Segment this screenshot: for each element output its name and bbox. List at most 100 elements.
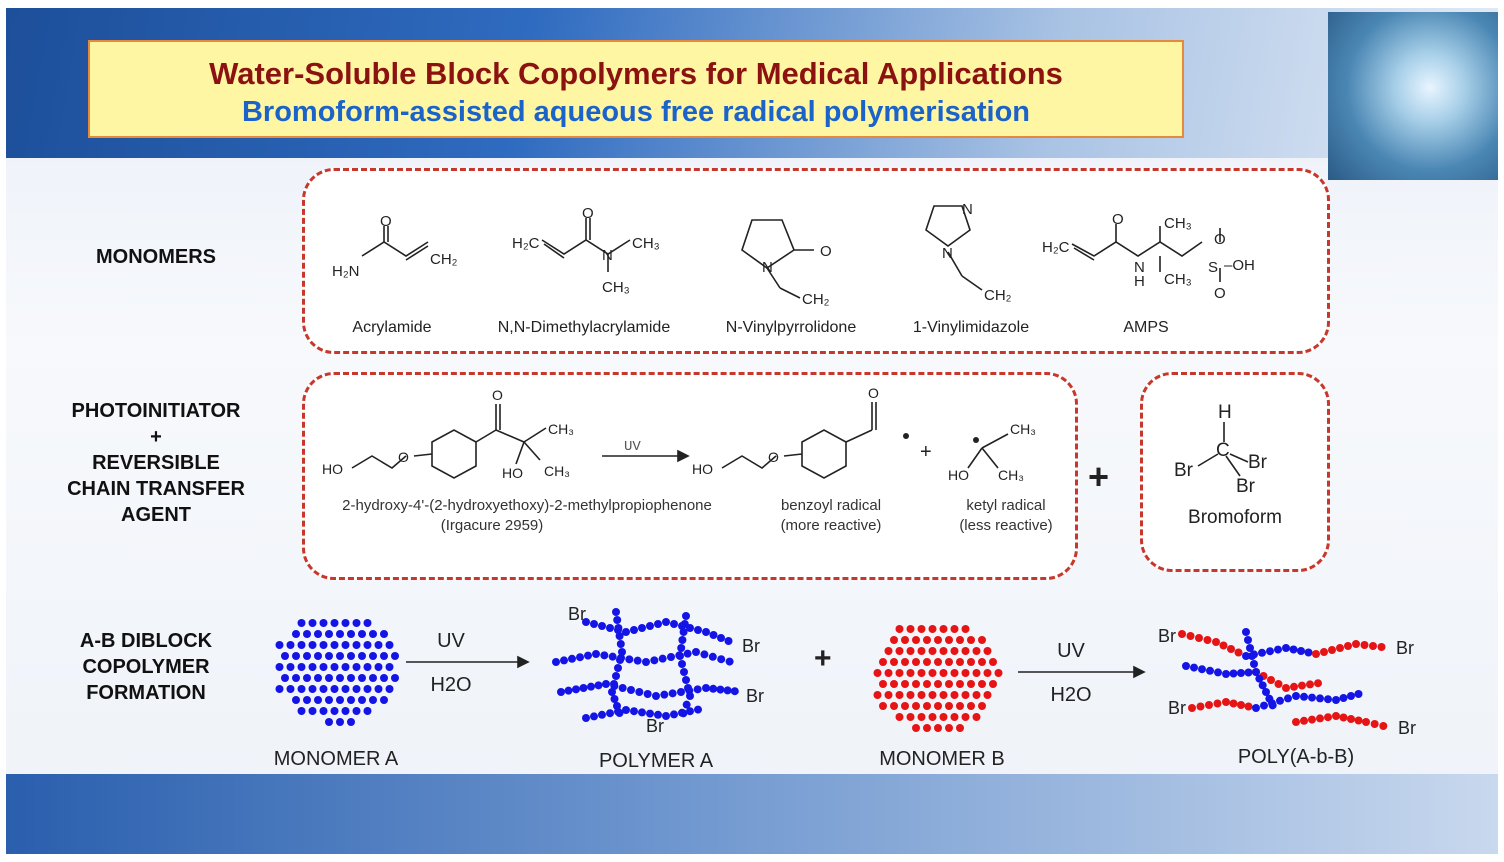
monomer-dot: [341, 619, 350, 627]
monomer-dot: [1227, 645, 1235, 653]
monomer-dot: [286, 685, 295, 693]
monomer-dot: [1347, 692, 1355, 700]
svg-text:O: O: [1214, 231, 1226, 248]
monomer-dot: [385, 685, 394, 693]
monomer-dot: [978, 702, 986, 710]
title-box: Water-Soluble Block Copolymers for Medic…: [88, 40, 1184, 138]
monomer-dot: [613, 702, 621, 710]
monomer-dot: [319, 663, 328, 671]
monomer-dot: [308, 641, 317, 649]
monomer-dot: [352, 663, 361, 671]
monomer-dot: [363, 641, 372, 649]
monomer-dot: [1282, 644, 1290, 652]
monomer-dot: [890, 680, 898, 688]
monomer-dot: [654, 710, 662, 719]
monomer-dot: [983, 691, 992, 699]
monomer-dot: [717, 634, 725, 642]
monomer-dot: [1234, 648, 1243, 657]
svg-text:H: H: [1218, 402, 1232, 423]
end-group-label: Br: [1158, 626, 1176, 646]
svg-text:Br: Br: [1174, 460, 1194, 481]
monomer-dot: [972, 669, 981, 677]
monomer-dot: [627, 686, 635, 694]
monomer-dot: [281, 652, 289, 660]
monomer-dot: [906, 691, 915, 699]
monomer-dot: [600, 651, 609, 660]
monomer-dot: [668, 689, 677, 698]
monomer-dot: [1190, 663, 1198, 672]
monomer-dot: [1292, 718, 1300, 726]
monomer-dot: [292, 630, 300, 638]
monomer-dot: [1300, 716, 1308, 725]
ketyl-radical-label: ketyl radical: [966, 497, 1046, 514]
monomer-dot: [923, 702, 931, 710]
monomer-b-label: MONOMER B: [879, 748, 1005, 770]
monomer-label-nvp: N-Vinylpyrrolidone: [725, 319, 857, 336]
monomer-dot: [901, 636, 909, 644]
bromoform-box: [1140, 372, 1330, 572]
copolymer-chains: [1178, 628, 1388, 730]
monomer-dot: [642, 658, 650, 666]
monomer-dot: [1360, 641, 1369, 649]
svg-text:O: O: [582, 205, 594, 222]
monomer-dot: [582, 714, 590, 722]
monomer-dot: [1244, 636, 1252, 644]
monomer-dot: [610, 680, 618, 688]
monomer-dot: [1212, 638, 1220, 646]
monomer-dot: [314, 630, 322, 638]
monomer-dot: [895, 713, 904, 721]
monomer-dot: [694, 705, 702, 714]
monomer-dot: [1252, 668, 1260, 676]
monomer-dot: [592, 650, 600, 658]
monomer-dot: [1284, 694, 1292, 703]
monomer-dot: [1229, 699, 1238, 708]
monomer-dot: [292, 696, 300, 704]
monomer-dot: [347, 630, 355, 638]
monomer-dot: [391, 652, 399, 660]
monomer-dot: [956, 680, 964, 688]
monomer-dot: [939, 713, 948, 721]
svg-text:CH₃: CH₃: [1164, 271, 1192, 288]
monomer-dot: [978, 658, 986, 666]
monomer-dot: [638, 708, 646, 717]
monomer-dot: [917, 691, 926, 699]
monomer-dot: [347, 696, 355, 704]
monomer-dot: [945, 702, 953, 710]
end-group-label: Br: [1398, 718, 1416, 738]
monomer-dot: [956, 658, 964, 666]
monomer-dot: [308, 685, 317, 693]
monomer-dot: [928, 713, 937, 721]
svg-text:O: O: [1112, 211, 1124, 228]
monomer-dot: [723, 686, 732, 695]
svg-text:C: C: [1216, 440, 1230, 461]
monomer-dot: [961, 625, 970, 633]
svg-text:HO: HO: [502, 465, 523, 481]
monomer-dot: [1339, 713, 1348, 722]
monomer-dot: [275, 663, 284, 671]
monomer-dot: [1379, 722, 1388, 730]
monomer-dot: [1324, 695, 1332, 704]
monomer-dot: [658, 654, 667, 663]
monomer-dot: [684, 684, 692, 692]
imidazole-ring-icon: [925, 205, 971, 247]
monomer-dot: [303, 630, 311, 638]
monomer-dot: [1229, 669, 1238, 678]
monomer-dot: [1332, 712, 1340, 720]
ketyl-radical-note: (less reactive): [959, 517, 1053, 534]
monomer-dot: [994, 669, 1003, 677]
monomer-dot: [724, 637, 733, 645]
monomer-dot: [1258, 681, 1267, 690]
monomer-dot: [297, 619, 306, 627]
end-group-label: Br: [1396, 638, 1414, 658]
monomer-dot: [652, 692, 660, 700]
benzene-ring-icon: [801, 429, 847, 479]
monomer-dot: [939, 625, 948, 633]
monomer-dot: [616, 640, 625, 648]
svg-text:N: N: [962, 201, 973, 218]
bromoform-label: Bromoform: [1188, 507, 1282, 528]
monomer-dot: [319, 685, 328, 693]
svg-text:O: O: [398, 449, 409, 465]
svg-text:CH₃: CH₃: [544, 463, 570, 479]
monomers-box: [302, 168, 1330, 354]
svg-text:O: O: [868, 385, 879, 401]
